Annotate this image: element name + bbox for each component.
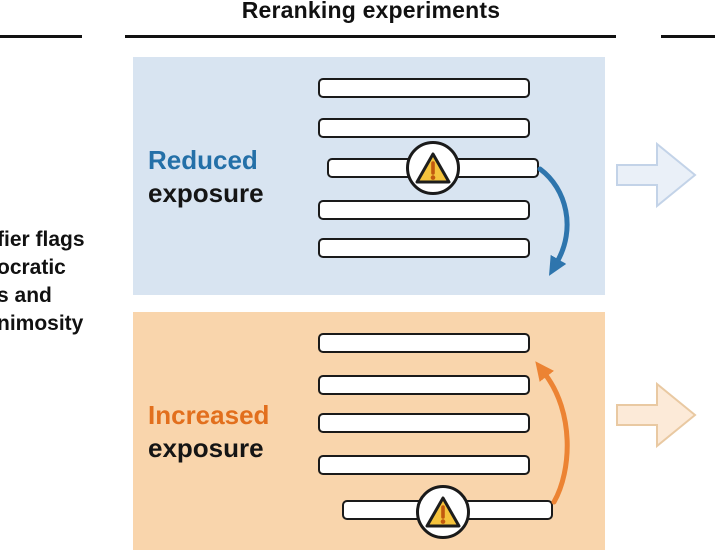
left-caption-cropped: fier flags ocratic s and nimosity xyxy=(0,226,85,338)
ranked-item-bar xyxy=(318,118,530,138)
block-arrow-right-icon xyxy=(616,381,697,449)
ranked-item-bar xyxy=(318,200,530,220)
title-rule-left-segment xyxy=(0,35,82,38)
ranked-item-bar xyxy=(318,78,530,98)
title-rule-main-segment xyxy=(125,35,616,38)
panel-increased-exposure: Increased exposure xyxy=(133,312,605,550)
warning-badge xyxy=(406,141,460,195)
left-caption-line: s and xyxy=(0,284,52,307)
panel-reduced-label-secondary: exposure xyxy=(148,178,264,208)
panel-reduced-label: Reduced exposure xyxy=(148,144,264,210)
title-rule-right-segment xyxy=(661,35,715,38)
panel-increased-label-primary: Increased xyxy=(148,400,270,430)
ranked-item-bar xyxy=(318,333,530,353)
ranked-item-bar xyxy=(318,238,530,258)
figure-title: Reranking experiments xyxy=(241,0,501,23)
warning-triangle-icon xyxy=(425,496,461,528)
block-arrow-right-icon xyxy=(616,141,697,209)
warning-triangle-icon xyxy=(415,152,451,184)
panel-reduced-exposure: Reduced exposure xyxy=(133,57,605,295)
left-caption-line: fier flags xyxy=(0,228,85,251)
panel-increased-label-secondary: exposure xyxy=(148,433,264,463)
ranked-item-bar xyxy=(318,413,530,433)
ranked-item-bar xyxy=(318,455,530,475)
panel-reduced-label-primary: Reduced xyxy=(148,145,258,175)
left-caption-line: nimosity xyxy=(0,312,84,335)
left-caption-line: ocratic xyxy=(0,256,66,279)
panel-increased-label: Increased exposure xyxy=(148,399,269,465)
warning-badge xyxy=(416,485,470,539)
ranked-item-bar xyxy=(318,375,530,395)
